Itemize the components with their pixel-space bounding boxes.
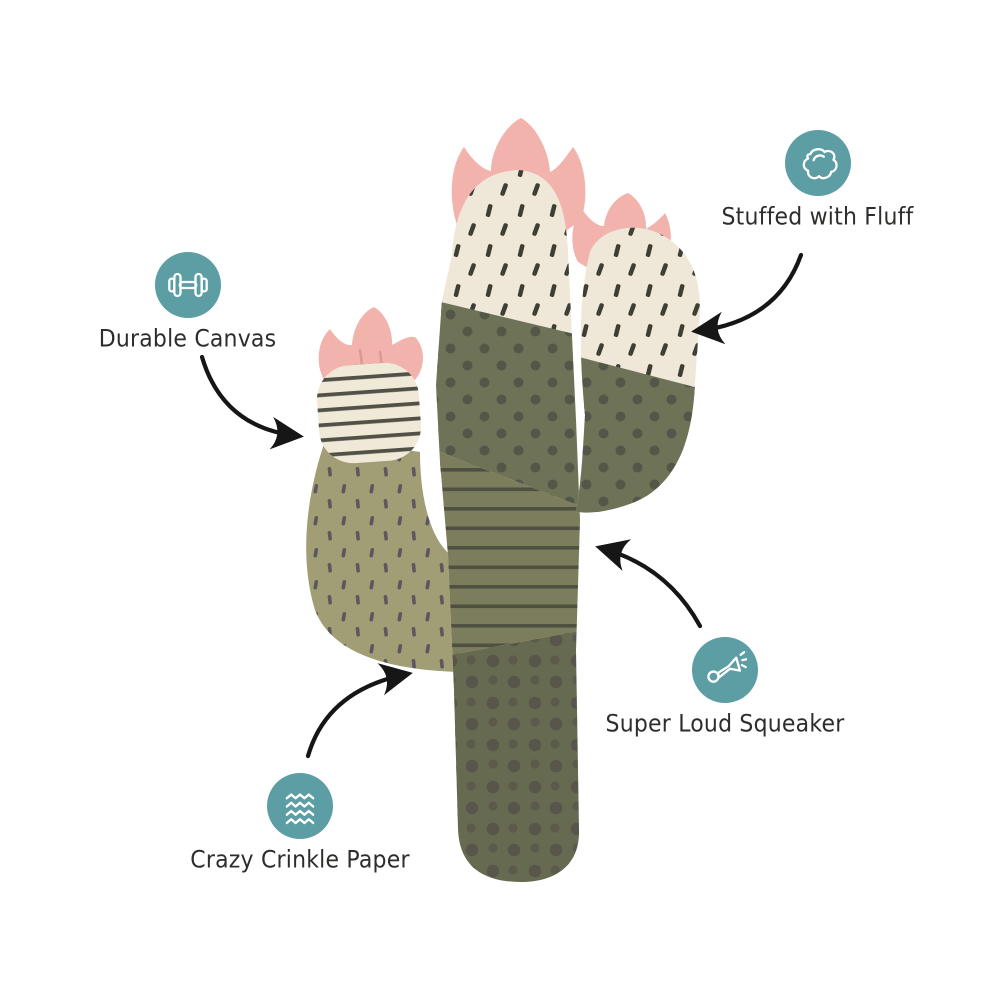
arrow-stuffed-with-fluff	[691, 252, 804, 345]
durable-canvas-badge	[154, 252, 221, 318]
fluff-cloud-icon	[802, 148, 838, 180]
cactus-left-arm-cuff	[316, 362, 422, 464]
feature-durable-canvas: Durable Canvas	[75, 252, 300, 353]
dumbbell-icon	[167, 272, 208, 298]
stuffed-with-fluff-badge	[784, 130, 851, 196]
feature-super-loud-squeaker: Super Loud Squeaker	[595, 637, 855, 738]
squeaker-horn-icon	[707, 651, 747, 683]
feature-label: Stuffed with Fluff	[721, 203, 914, 231]
arrow-super-loud-squeaker	[595, 539, 703, 629]
cactus-trunk	[436, 170, 580, 882]
feature-label: Durable Canvas	[98, 325, 277, 353]
crinkle-waves-icon	[285, 793, 315, 825]
feature-label: Crazy Crinkle Paper	[190, 846, 410, 874]
feature-stuffed-with-fluff: Stuffed with Fluff	[700, 130, 935, 231]
super-loud-squeaker-badge	[692, 637, 758, 703]
arrow-durable-canvas	[199, 354, 304, 450]
feature-crazy-crinkle-paper: Crazy Crinkle Paper	[180, 773, 420, 874]
feature-label: Super Loud Squeaker	[605, 710, 845, 738]
arrow-crazy-crinkle-paper	[305, 663, 413, 759]
crazy-crinkle-paper-badge	[267, 773, 333, 839]
